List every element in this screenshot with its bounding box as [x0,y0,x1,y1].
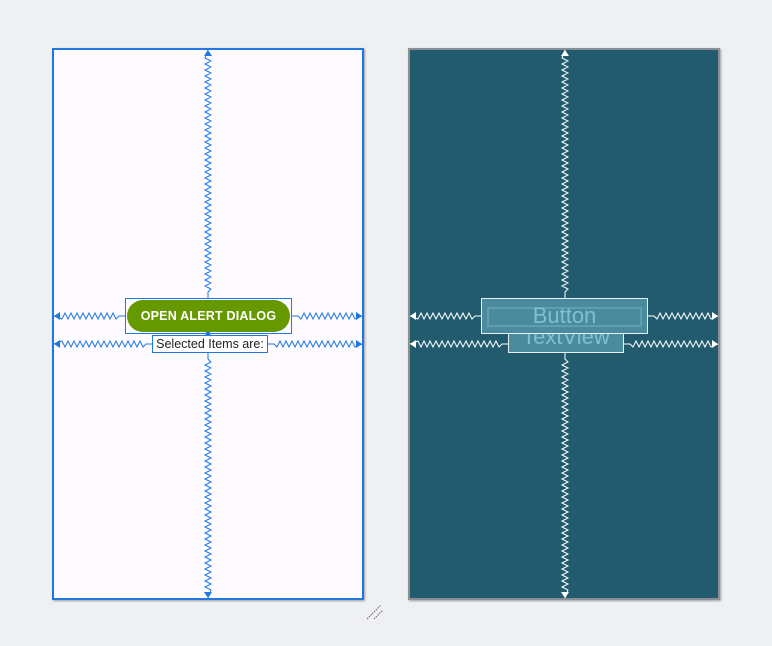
blueprint-button[interactable]: Button [481,298,648,334]
blueprint-textview-label: TextView [522,334,610,349]
blueprint-textview[interactable]: TextView [508,334,624,353]
resize-handle-icon[interactable] [364,600,388,622]
blueprint-button-outline [487,307,642,327]
selected-items-textview[interactable]: Selected Items are: [152,335,268,353]
open-alert-dialog-button-selection[interactable]: OPEN ALERT DIALOG [125,298,292,334]
open-alert-dialog-button[interactable]: OPEN ALERT DIALOG [127,300,290,332]
blueprint-button-label: Button [532,303,597,328]
